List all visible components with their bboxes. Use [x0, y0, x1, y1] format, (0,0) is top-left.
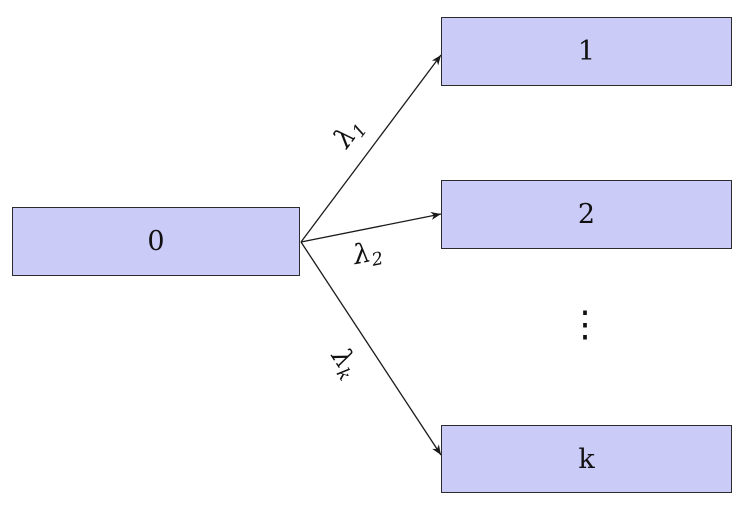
- edge-label-lambda-2: λ2: [351, 237, 385, 273]
- edge-0-to-k: [300, 241, 442, 456]
- node-2: 2: [441, 180, 732, 249]
- vertical-ellipsis: ⋮: [567, 304, 603, 345]
- node-1-label: 1: [577, 36, 596, 67]
- node-1: 1: [441, 17, 732, 86]
- node-2-label: 2: [577, 199, 596, 230]
- node-0-label: 0: [147, 226, 165, 257]
- edge-0-to-2: [300, 212, 442, 243]
- node-k: k: [441, 425, 732, 493]
- edge-0-to-1: [300, 54, 442, 243]
- node-0: 0: [12, 207, 300, 276]
- node-k-label: k: [578, 443, 595, 475]
